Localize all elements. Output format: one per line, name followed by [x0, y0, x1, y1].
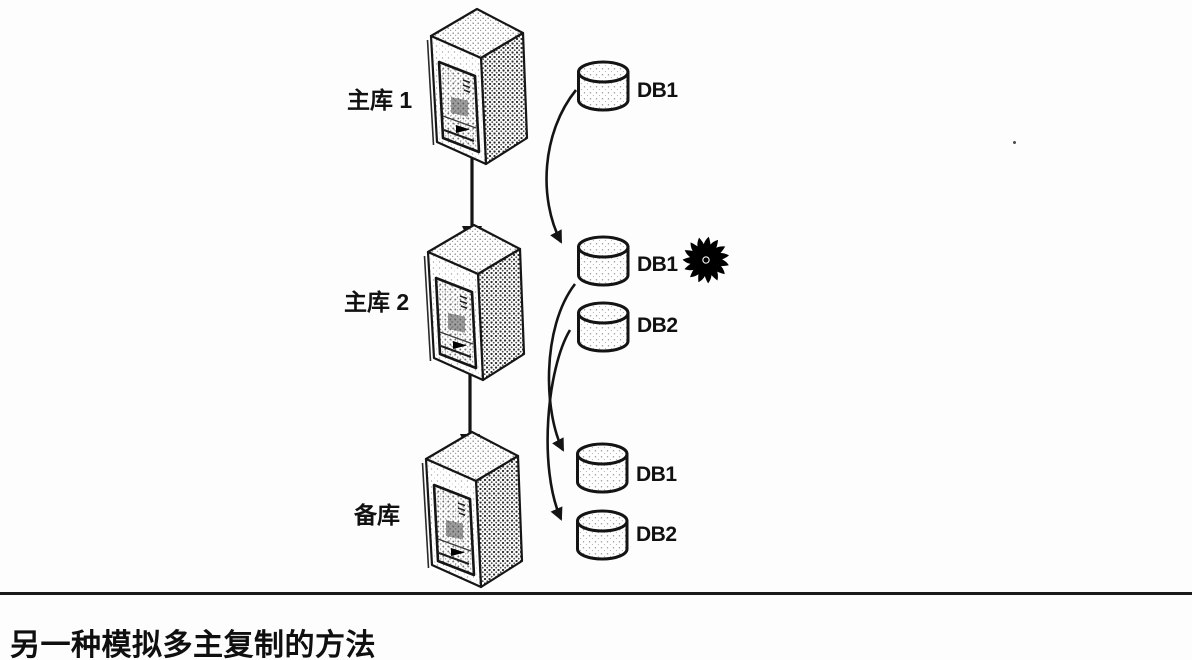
- db-cylinder-db1-standby: [576, 442, 629, 494]
- replication-diagram: 主库 1 主库 2 备库 DB1 DB1 DB2 DB1 DB2: [344, 7, 730, 589]
- db-label-db1-master2: DB1: [637, 253, 678, 276]
- db-label-db1-master1: DB1: [637, 79, 678, 102]
- scan-speck: [1013, 141, 1016, 144]
- db-cylinder-db2-master2: [577, 301, 630, 353]
- section-divider-rule: [0, 592, 1192, 595]
- arrow-db1-master2-to-db1-standby: [547, 283, 577, 452]
- db-cylinder-db1-master1: [577, 60, 630, 112]
- server-standby: [421, 430, 524, 589]
- arrow-db2-master2-to-db2-standby: [546, 329, 572, 521]
- db-cylinder-db2-standby: [576, 509, 629, 561]
- server-label-master1: 主库 1: [347, 87, 412, 113]
- server-label-standby: 备库: [353, 502, 400, 528]
- server-label-master2: 主库 2: [344, 289, 409, 315]
- arrow-db1-master1-to-db1-master2: [545, 89, 578, 244]
- server-master1: [426, 7, 529, 166]
- db-label-db2-standby: DB2: [636, 523, 677, 546]
- db-replication-arrows: [545, 89, 578, 521]
- server-master2: [423, 223, 526, 382]
- db-cylinder-db1-master2: [577, 235, 630, 287]
- section-title: 另一种模拟多主复制的方法: [10, 629, 376, 660]
- db-label-db2-master2: DB2: [637, 314, 678, 337]
- blackhole-swirl-icon: [682, 235, 730, 284]
- db-label-db1-standby: DB1: [636, 463, 677, 486]
